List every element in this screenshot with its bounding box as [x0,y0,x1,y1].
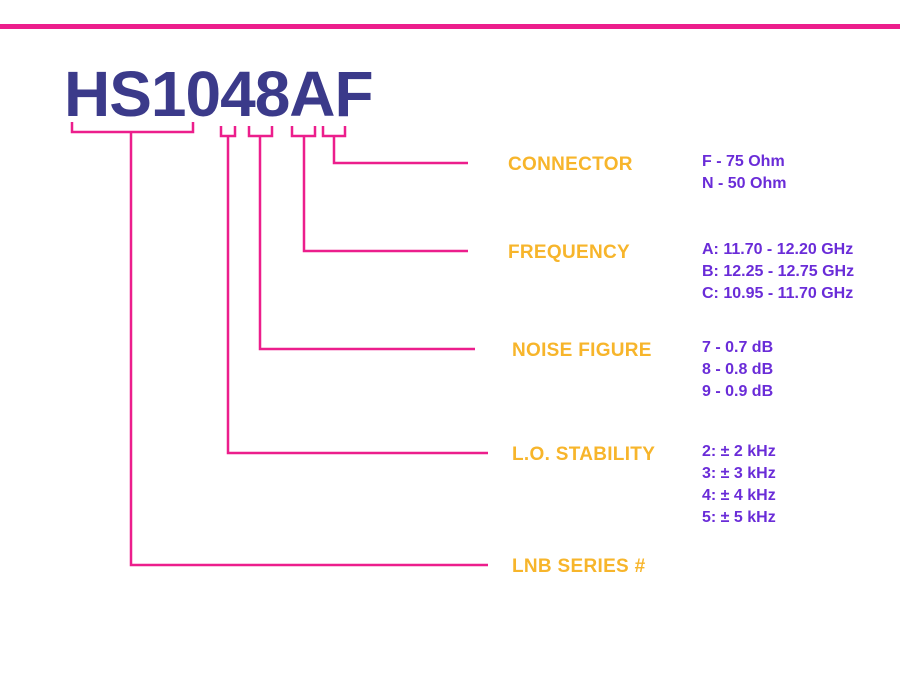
connector-option: N - 50 Ohm [702,175,787,192]
connector-bracket [321,126,347,138]
noise-figure-label: NOISE FIGURE [512,340,652,361]
noise-figure-bracket [247,126,274,138]
frequency-option: A: 11.70 - 12.20 GHz [702,241,854,258]
series-leader [129,132,488,567]
frequency-bracket [290,126,317,138]
lo-stability-label: L.O. STABILITY [512,444,656,465]
frequency-option: B: 12.25 - 12.75 GHz [702,263,855,280]
lo-stability-option: 4: ± 4 kHz [702,487,776,504]
frequency-option: C: 10.95 - 11.70 GHz [702,285,854,302]
connector-options: F - 75 Ohm N - 50 Ohm [702,151,786,195]
frequency-options: A: 11.70 - 12.20 GHz B: 12.25 - 12.75 GH… [702,239,854,305]
noise-figure-option: 9 - 0.9 dB [702,383,774,400]
model-code: HS1048AF [64,58,374,130]
noise-figure-leader [258,136,475,351]
lo-stability-option: 3: ± 3 kHz [702,465,776,482]
top-accent-bar [0,24,900,29]
lo-stability-options: 2: ± 2 kHz 3: ± 3 kHz 4: ± 4 kHz 5: ± 5 … [702,441,776,529]
connector-label: CONNECTOR [508,154,633,175]
noise-figure-option: 7 - 0.7 dB [702,339,774,356]
noise-figure-options: 7 - 0.7 dB 8 - 0.8 dB 9 - 0.9 dB [702,337,773,403]
lo-stability-bracket [219,126,237,138]
noise-figure-option: 8 - 0.8 dB [702,361,774,378]
frequency-label: FREQUENCY [508,242,630,263]
lnb-series-label: LNB SERIES # [512,556,646,577]
lo-stability-leader [226,136,488,455]
frequency-leader [302,136,468,253]
connector-option: F - 75 Ohm [702,153,785,170]
connector-leader [332,136,468,165]
lo-stability-option: 2: ± 2 kHz [702,443,776,460]
series-bracket [70,122,195,134]
lo-stability-option: 5: ± 5 kHz [702,509,776,526]
